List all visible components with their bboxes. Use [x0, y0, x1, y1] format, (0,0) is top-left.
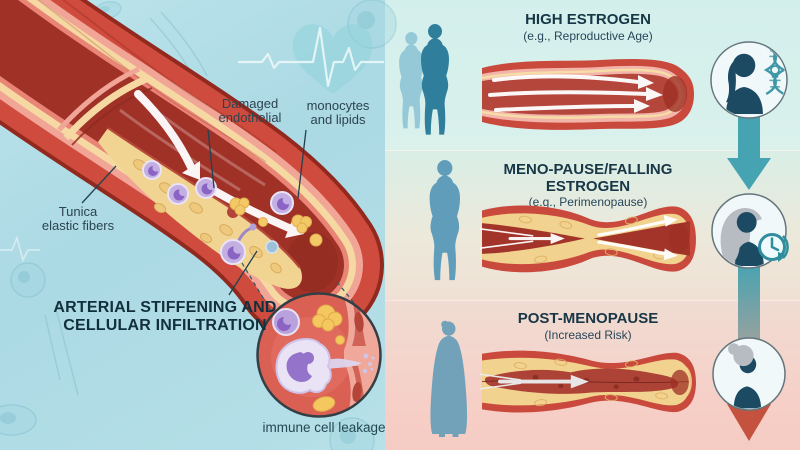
red-down-arrow-icon	[727, 404, 771, 441]
ecg-trace-small	[0, 235, 40, 263]
silhouette-woman-dark	[421, 24, 449, 135]
age-timeline	[710, 41, 789, 441]
panel-postmenopause-heading: POST-MENOPAUSE (Increased Risk)	[460, 310, 716, 343]
main-artery-illustration	[0, 0, 397, 450]
label-damaged-endothelial: Damaged endothelial	[218, 96, 282, 126]
panel-title: POST-MENOPAUSE	[517, 310, 659, 327]
panel-subtitle: (e.g., Reproductive Age)	[523, 28, 653, 43]
immune-cell-leakage-inset	[256, 292, 382, 418]
panel-title: HIGH ESTROGEN	[525, 11, 651, 28]
label-leader-lines	[81, 129, 307, 296]
flow-arrows-open	[488, 74, 663, 113]
monocyte-inset	[272, 308, 300, 336]
flow-arrows-narrowed	[480, 215, 678, 261]
small-blue-cell	[265, 240, 279, 254]
label-monocytes-lipids: monocytes and lipids	[306, 98, 370, 128]
infiltrating-cell	[220, 223, 257, 265]
lipid-droplets	[229, 197, 323, 247]
heart-watermark	[292, 24, 373, 94]
label-tunica-elastic-fibers: Tunica elastic fibers	[41, 204, 115, 234]
artery-open-flow	[481, 58, 694, 130]
middle-aged-woman-clock-icon	[711, 193, 789, 269]
plaque-texture-narrow	[518, 215, 667, 264]
artery-occluded-plaque	[480, 350, 696, 413]
artery-narrowed-plaque	[480, 205, 696, 273]
leaking-immune-cell	[275, 338, 375, 394]
panel-subtitle: (Increased Risk)	[544, 327, 632, 342]
young-woman-dna-icon	[710, 41, 788, 119]
main-title: ARTERIAL STIFFENING AND CELLULAR INFILTR…	[53, 299, 277, 334]
clock-cycle-icon	[758, 233, 789, 262]
plaque-texture-occluded	[513, 358, 669, 407]
older-woman-icon	[712, 337, 786, 411]
flow-arrow-blocked	[480, 373, 589, 390]
teal-down-arrow-icon	[738, 116, 760, 162]
lipid-droplets-inset	[312, 304, 345, 412]
inset-caption: immune cell leakage	[262, 420, 386, 435]
cut-edge-rings	[57, 66, 153, 146]
ecg-trace	[238, 26, 384, 88]
panel-subtitle: (e.g., Perimenopause)	[528, 195, 648, 209]
monocyte-cells	[142, 160, 294, 265]
inset-dashed-leaders	[241, 262, 360, 312]
panel-menopause-heading: MENO-PAUSE/FALLING ESTROGEN (e.g., Perim…	[460, 161, 716, 210]
panel-high-estrogen-heading: HIGH ESTROGEN (e.g., Reproductive Age)	[460, 11, 716, 44]
panel-title: MENO-PAUSE/FALLING ESTROGEN	[503, 161, 673, 195]
silhouette-woman-midlife	[429, 160, 460, 281]
artery-wall-striations	[36, 0, 277, 163]
silhouette-woman-light	[399, 32, 424, 129]
woman-silhouettes	[399, 24, 468, 437]
fiber-watermarks	[44, 11, 208, 396]
